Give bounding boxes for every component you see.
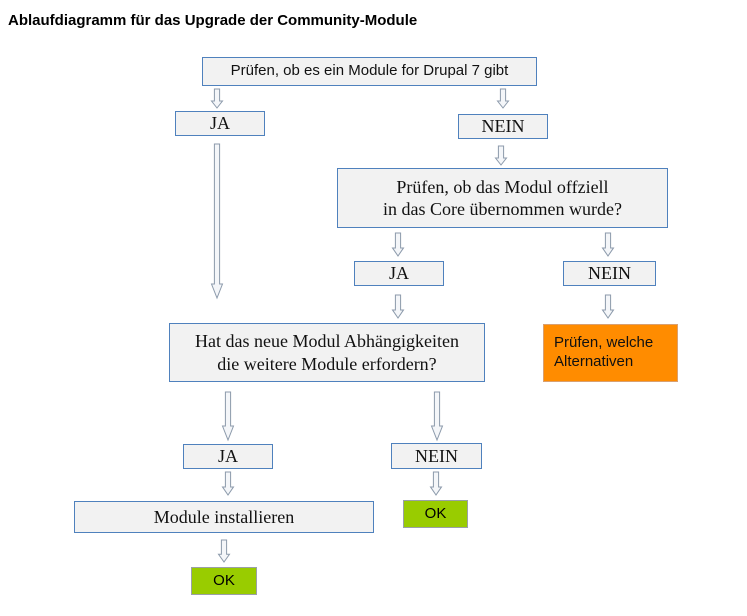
arrow-nein3-to-ok <box>429 471 443 496</box>
arrow-deps-to-ja <box>221 391 235 442</box>
check-core-line2: in das Core übernommen wurde? <box>383 199 622 219</box>
ok-label-nein: OK <box>424 504 447 522</box>
check-dependencies-line1: Hat das neue Modul Abhängigkeiten <box>195 331 459 351</box>
arrow-nein-to-core <box>494 145 508 166</box>
arrow-ja2-to-deps <box>391 294 405 319</box>
ok-box-install: OK <box>191 567 257 595</box>
nein-label-3: NEIN <box>415 445 458 466</box>
ja-box-1: JA <box>175 111 265 136</box>
arrow-d7-to-ja <box>210 88 224 109</box>
ok-label-install: OK <box>213 571 235 589</box>
arrow-core-to-ja <box>391 232 405 257</box>
check-dependencies-box: Hat das neue Modul Abhängigkeiten die we… <box>169 323 485 382</box>
ja-box-3: JA <box>183 444 273 469</box>
alternatives-line1: Prüfen, welche <box>554 334 654 352</box>
install-modules-label: Module installieren <box>153 506 295 527</box>
nein-box-1: NEIN <box>458 114 548 139</box>
check-dependencies-line2: die weitere Module erfordern? <box>217 353 437 374</box>
check-core-line1: Prüfen, ob das Modul offziell <box>396 176 609 197</box>
arrow-nein2-to-alternatives <box>601 294 615 319</box>
nein-label-2: NEIN <box>588 263 631 284</box>
check-drupal7-label: Prüfen, ob es ein Module for Drupal 7 gi… <box>230 62 509 80</box>
nein-box-2: NEIN <box>563 261 656 286</box>
arrow-ja3-to-install <box>221 471 235 496</box>
arrow-core-to-nein <box>601 232 615 257</box>
nein-box-3: NEIN <box>391 443 482 469</box>
diagram-title: Ablaufdiagramm für das Upgrade der Commu… <box>8 12 418 29</box>
ja-label-3: JA <box>217 446 238 467</box>
arrow-ja-down-long <box>210 143 224 300</box>
ja-box-2: JA <box>354 261 444 286</box>
arrow-d7-to-nein <box>496 88 510 109</box>
ok-box-nein: OK <box>403 500 468 528</box>
ja-label-2: JA <box>388 263 409 284</box>
arrow-deps-to-nein <box>430 391 444 442</box>
ja-label-1: JA <box>209 113 230 134</box>
alternatives-line2: Alternativen <box>554 353 634 370</box>
install-modules-box: Module installieren <box>74 501 374 533</box>
alternatives-box: Prüfen, welche Alternativen <box>543 324 678 382</box>
check-drupal7-box: Prüfen, ob es ein Module for Drupal 7 gi… <box>202 57 537 86</box>
arrow-install-to-ok <box>217 539 231 563</box>
nein-label-1: NEIN <box>481 116 525 137</box>
check-core-box: Prüfen, ob das Modul offziell in das Cor… <box>337 168 668 228</box>
